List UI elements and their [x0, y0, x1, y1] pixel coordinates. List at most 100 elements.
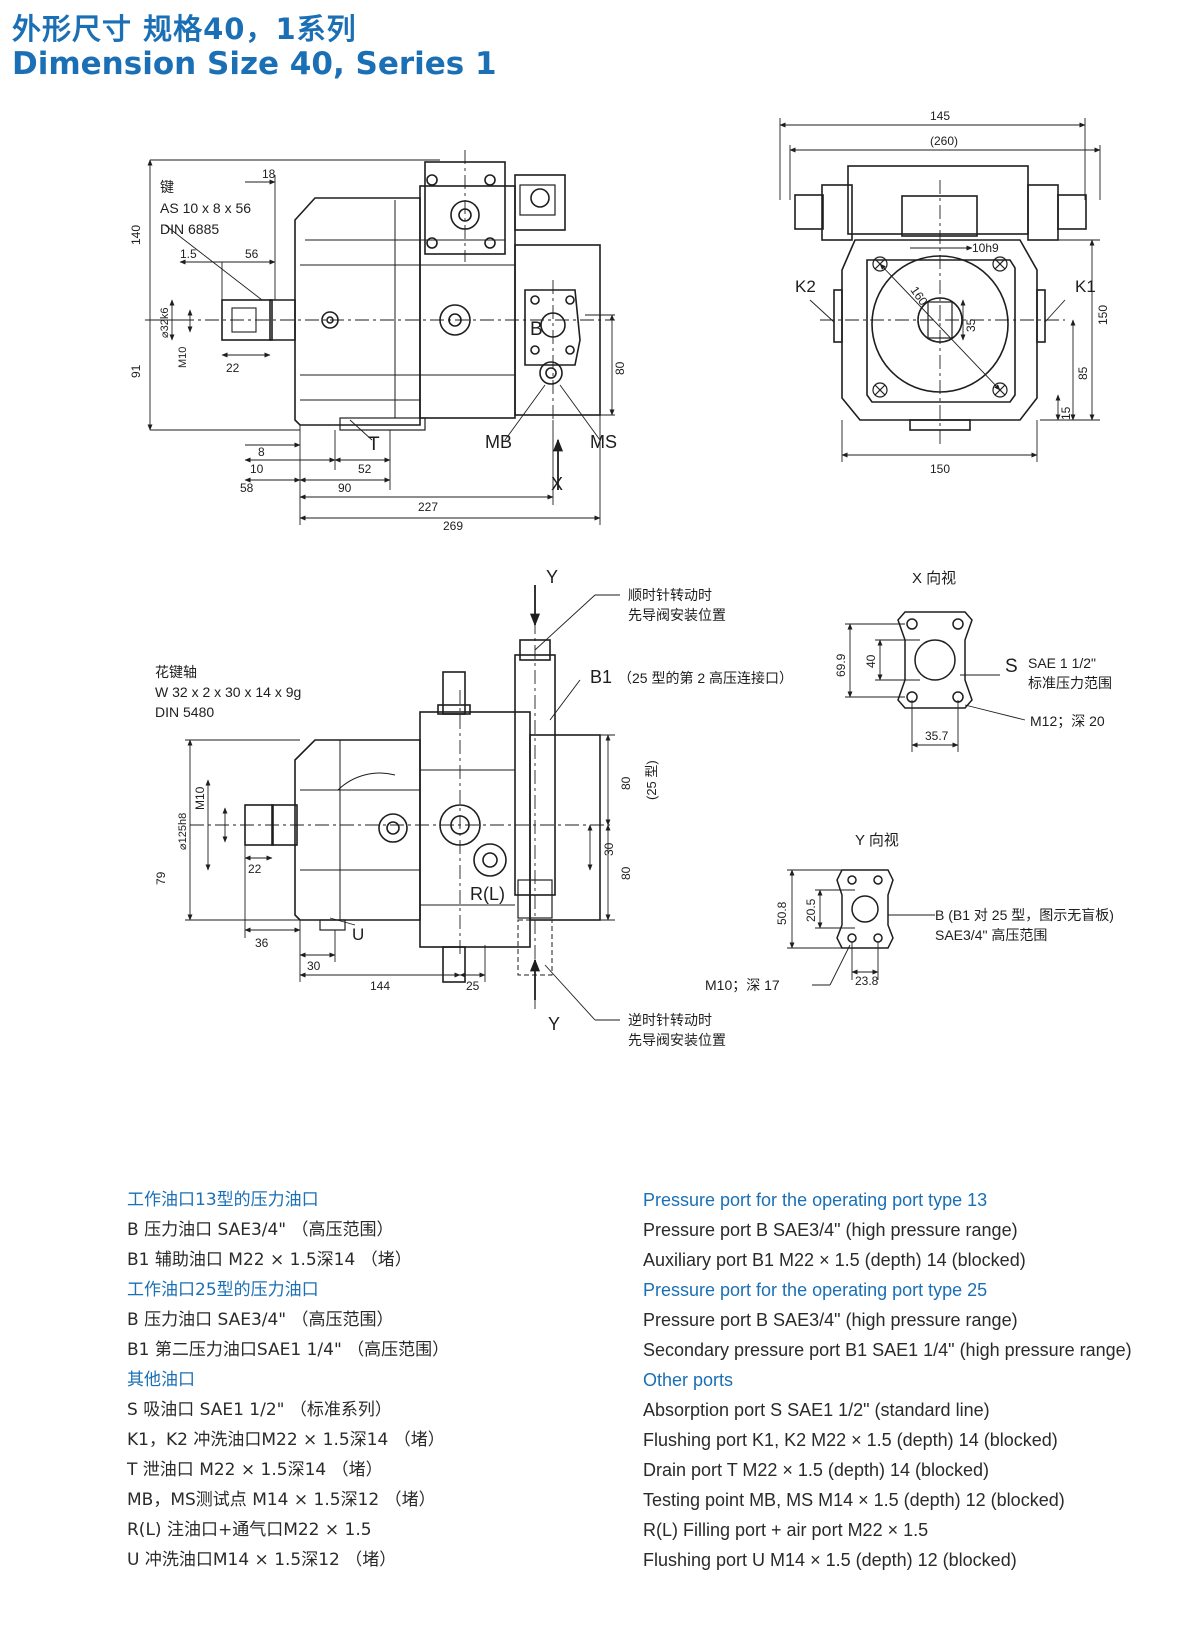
view-middle-left: [185, 585, 620, 1021]
note-cw-line1: 顺时针转动时: [628, 587, 712, 603]
dim-91: 91: [129, 364, 143, 378]
dim-30-front: 30: [307, 959, 321, 973]
spec-cn-row: B 压力油口 SAE3/4" （高压范围）: [127, 1310, 394, 1330]
spec-cn-row: R(L) 注油口+通气口M22 × 1.5: [127, 1520, 372, 1540]
dim-227: 227: [418, 500, 438, 514]
dim-22-front: 22: [248, 862, 262, 876]
spec-cn-row: MB，MS测试点 M14 × 1.5深12 （堵）: [127, 1490, 436, 1510]
dim-20-5: 20.5: [804, 898, 818, 922]
spec-en-row: Secondary pressure port B1 SAE1 1/4" (hi…: [643, 1340, 1132, 1360]
spec-cn-row: B 压力油口 SAE3/4" （高压范围）: [127, 1220, 394, 1240]
dim-15: 15: [1059, 406, 1073, 420]
dim-80-lower: 80: [619, 866, 633, 880]
dim-85: 85: [1076, 366, 1090, 380]
dim-36: 36: [255, 936, 269, 950]
spec-en-row: Pressure port B SAE3/4" (high pressure r…: [643, 1220, 1018, 1240]
key-note-line1: 键: [160, 179, 174, 195]
note-ccw-line2: 先导阀安装位置: [628, 1032, 726, 1048]
spec-en-heading-13: Pressure port for the operating port typ…: [643, 1190, 988, 1210]
view-top-left-labels: 键 AS 10 x 8 x 56 DIN 6885 18 140 1.5 56 …: [129, 167, 627, 533]
spec-cn-heading-25: 工作油口25型的压力油口: [127, 1280, 319, 1300]
port-b-y-size: SAE3/4" 高压范围: [935, 927, 1047, 943]
dim-1-5: 1.5: [180, 247, 197, 261]
dim-56: 56: [245, 247, 259, 261]
port-y-top-label: Y: [546, 567, 558, 587]
note-cw-line2: 先导阀安装位置: [628, 607, 726, 623]
dim-150-horizontal: 150: [930, 462, 950, 476]
port-rl-label: R(L): [470, 884, 505, 904]
spec-en-row: Auxiliary port B1 M22 × 1.5 (depth) 14 (…: [643, 1250, 1026, 1270]
spec-cn-row: B1 辅助油口 M22 × 1.5深14 （堵）: [127, 1250, 412, 1270]
dim-35-7: 35.7: [925, 729, 949, 743]
spec-en-row: R(L) Filling port + air port M22 × 1.5: [643, 1520, 929, 1540]
port-s-thread: M12；深 20: [1030, 713, 1105, 730]
port-s-size: SAE 1 1/2": [1028, 655, 1096, 671]
dim-23-8: 23.8: [855, 974, 879, 988]
spline-note-line1: 花键轴: [155, 664, 197, 680]
view-top-right: [779, 118, 1101, 462]
dim-m10: M10: [177, 347, 189, 368]
dim-58: 58: [240, 481, 254, 495]
spec-cn-heading-other: 其他油口: [127, 1370, 195, 1390]
dim-52: 52: [358, 462, 372, 476]
dim-80: 80: [613, 361, 627, 375]
spec-cn-row: K1，K2 冲洗油口M22 × 1.5深14 （堵）: [127, 1430, 445, 1450]
port-b-y-note: B (B1 对 25 型，图示无盲板): [935, 907, 1114, 923]
view-y-title: Y 向视: [855, 832, 899, 849]
port-x-label: X: [551, 474, 563, 494]
port-u-label: U: [352, 925, 364, 944]
dim-125h8: ⌀125h8: [177, 813, 189, 850]
dim-35: 35: [964, 318, 978, 332]
dim-80-upper: 80: [619, 776, 633, 790]
dim-79: 79: [154, 871, 168, 885]
view-middle-left-labels: 花键轴 W 32 x 2 x 30 x 14 x 9g DIN 5480 顺时针…: [154, 567, 793, 1048]
dim-150-vertical: 150: [1096, 305, 1110, 325]
port-s-label: S: [1005, 656, 1018, 677]
spline-note-line2: W 32 x 2 x 30 x 14 x 9g: [155, 684, 301, 700]
dim-25-type: (25 型): [644, 760, 659, 800]
spec-cn-heading-13: 工作油口13型的压力油口: [127, 1190, 319, 1210]
port-mb-label: MB: [485, 432, 512, 452]
spec-cn-row: T 泄油口 M22 × 1.5深14 （堵）: [127, 1460, 383, 1480]
dim-m10-front: M10: [193, 786, 207, 810]
note-ccw-line1: 逆时针转动时: [628, 1012, 712, 1028]
dim-30-right: 30: [602, 842, 616, 856]
dim-140: 140: [129, 225, 143, 245]
dim-25: 25: [466, 979, 480, 993]
view-top-left: [145, 150, 615, 525]
view-y-labels: Y 向视 50.8 20.5 23.8 B (B1 对 25 型，图示无盲板) …: [705, 832, 1114, 994]
spec-cn-row: B1 第二压力油口SAE1 1/4" （高压范围）: [127, 1340, 450, 1360]
spec-en-row: Absorption port S SAE1 1/2" (standard li…: [643, 1400, 990, 1420]
dim-50-8: 50.8: [775, 901, 789, 925]
dim-8: 8: [258, 445, 265, 459]
page-title-en: Dimension Size 40, Series 1: [12, 46, 497, 82]
spec-en-row: Drain port T M22 × 1.5 (depth) 14 (block…: [643, 1460, 990, 1480]
dim-10: 10: [250, 462, 264, 476]
view-x-title: X 向视: [912, 570, 956, 587]
view-x-labels: X 向视 69.9 40 35.7 S SAE 1 1/2" 标准压力范围 M1…: [834, 570, 1112, 743]
dim-260: (260): [930, 134, 958, 148]
port-b1-label: B1: [590, 667, 612, 687]
key-note-line3: DIN 6885: [160, 221, 219, 237]
view-x: [845, 611, 1026, 752]
dim-10h9: 10h9: [972, 241, 999, 255]
technical-drawing: 键 AS 10 x 8 x 56 DIN 6885 18 140 1.5 56 …: [129, 109, 1114, 1048]
page-title-cn: 外形尺寸 规格40，1系列: [12, 12, 357, 46]
dim-160: 160: [908, 284, 931, 309]
port-ms-label: MS: [590, 432, 617, 452]
dim-18: 18: [262, 167, 276, 181]
spec-en-row: Flushing port U M14 × 1.5 (depth) 12 (bl…: [643, 1550, 1017, 1570]
spec-en-row: Flushing port K1, K2 M22 × 1.5 (depth) 1…: [643, 1430, 1058, 1450]
dim-40: 40: [864, 654, 878, 668]
dim-32k6: ⌀32k6: [159, 308, 171, 338]
spec-en-heading-other: Other ports: [643, 1370, 734, 1390]
spec-cn-row: U 冲洗油口M14 × 1.5深12 （堵）: [127, 1550, 397, 1570]
port-t-label: T: [368, 434, 380, 455]
dim-22: 22: [226, 361, 240, 375]
spline-note-line3: DIN 5480: [155, 704, 214, 720]
port-s-range: 标准压力范围: [1028, 675, 1112, 691]
dim-90: 90: [338, 481, 352, 495]
dim-269: 269: [443, 519, 463, 533]
spec-list-cn: 工作油口13型的压力油口 B 压力油口 SAE3/4" （高压范围） B1 辅助…: [127, 1185, 449, 1575]
port-k1-label: K1: [1075, 277, 1096, 296]
